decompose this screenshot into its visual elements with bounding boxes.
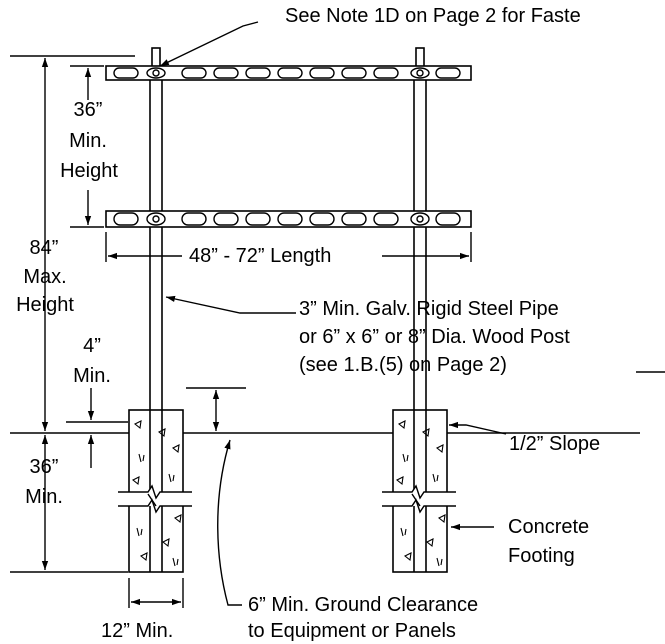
- pipe-note-line3: (see 1.B.(5) on Page 2): [299, 354, 507, 376]
- pipe-note-line1: 3” Min. Galv. Rigid Steel Pipe: [299, 298, 559, 320]
- rail-slot: [373, 67, 399, 79]
- aggregate-mark: [436, 557, 443, 567]
- aggregate-mark: [403, 552, 412, 562]
- dim-84-max: Max.: [23, 266, 67, 288]
- clearance-line1: 6” Min. Ground Clearance: [248, 594, 479, 616]
- width-12-label: 12” Min.: [101, 620, 174, 642]
- dim-4-min: Min.: [73, 365, 111, 387]
- break-left: [118, 484, 192, 514]
- dim-36-height: Height: [60, 160, 118, 182]
- rail-slot: [113, 212, 139, 226]
- aggregate-mark: [138, 453, 145, 463]
- aggregate-mark: [157, 428, 166, 438]
- aggregate-mark: [432, 473, 439, 483]
- dim-84-value: 84”: [29, 237, 59, 259]
- concrete-label: Concrete: [508, 516, 590, 538]
- aggregate-mark: [435, 444, 444, 454]
- rail-slot: [213, 67, 239, 79]
- rail-slot: [245, 67, 271, 79]
- leader-pipe: [165, 295, 296, 314]
- aggregate-mark: [139, 552, 148, 562]
- aggregate-mark: [172, 557, 179, 567]
- leader-clearance: [217, 439, 242, 606]
- footing-36-value: 36”: [29, 456, 59, 478]
- left-footing: [128, 409, 184, 573]
- rail-slot: [277, 67, 303, 79]
- concrete-aggregate: [131, 420, 446, 567]
- bolt-bottom-left: [146, 212, 166, 226]
- aggregate-mark: [168, 473, 175, 483]
- rail-slots: [113, 67, 461, 226]
- left-post: [149, 47, 163, 410]
- dim-84-height: Height: [16, 294, 74, 316]
- leader-slope: [449, 421, 507, 435]
- rail-slot: [213, 212, 239, 226]
- bolt-bottom-right: [410, 212, 430, 226]
- rail-slot: [309, 67, 335, 79]
- rail-slot: [309, 212, 335, 226]
- footing-36-min: Min.: [25, 486, 63, 508]
- aggregate-mark: [133, 420, 142, 430]
- pipe-note-line2: or 6” x 6” or 8” Dia. Wood Post: [299, 326, 570, 348]
- aggregate-mark: [421, 428, 430, 438]
- aggregate-mark: [171, 444, 180, 454]
- aggregate-mark: [402, 453, 409, 463]
- bolt-top-left: [146, 67, 166, 79]
- break-right: [382, 484, 456, 514]
- dim-4-value: 4”: [83, 335, 101, 357]
- rail-slot: [341, 212, 367, 226]
- rail-slot: [373, 212, 399, 226]
- bolt-top-right: [410, 67, 430, 79]
- aggregate-mark: [400, 527, 407, 537]
- slope-label: 1/2” Slope: [509, 433, 601, 455]
- rail-slot: [341, 67, 367, 79]
- rail-slot: [277, 212, 303, 226]
- aggregate-mark: [437, 514, 446, 524]
- rail-slot: [435, 212, 461, 226]
- dim-36-value: 36”: [73, 99, 103, 121]
- clearance-line2: to Equipment or Panels: [248, 620, 456, 642]
- rail-slot: [181, 212, 207, 226]
- aggregate-mark: [131, 476, 140, 486]
- fastener-note: See Note 1D on Page 2 for Faste: [285, 5, 581, 27]
- rail-slot: [113, 67, 139, 79]
- rail-slot: [435, 67, 461, 79]
- aggregate-mark: [397, 420, 406, 430]
- aggregate-mark: [395, 476, 404, 486]
- leader-fastener: [159, 21, 259, 67]
- aggregate-mark: [161, 538, 170, 548]
- length-label: 48” - 72” Length: [189, 245, 332, 267]
- right-footing: [392, 409, 448, 573]
- footing-label: Footing: [508, 545, 575, 567]
- aggregate-mark: [173, 514, 182, 524]
- aggregate-mark: [136, 527, 143, 537]
- aggregate-mark: [425, 538, 434, 548]
- rail-slot: [245, 212, 271, 226]
- dim-36-min: Min.: [69, 130, 107, 152]
- rail-slot: [181, 67, 207, 79]
